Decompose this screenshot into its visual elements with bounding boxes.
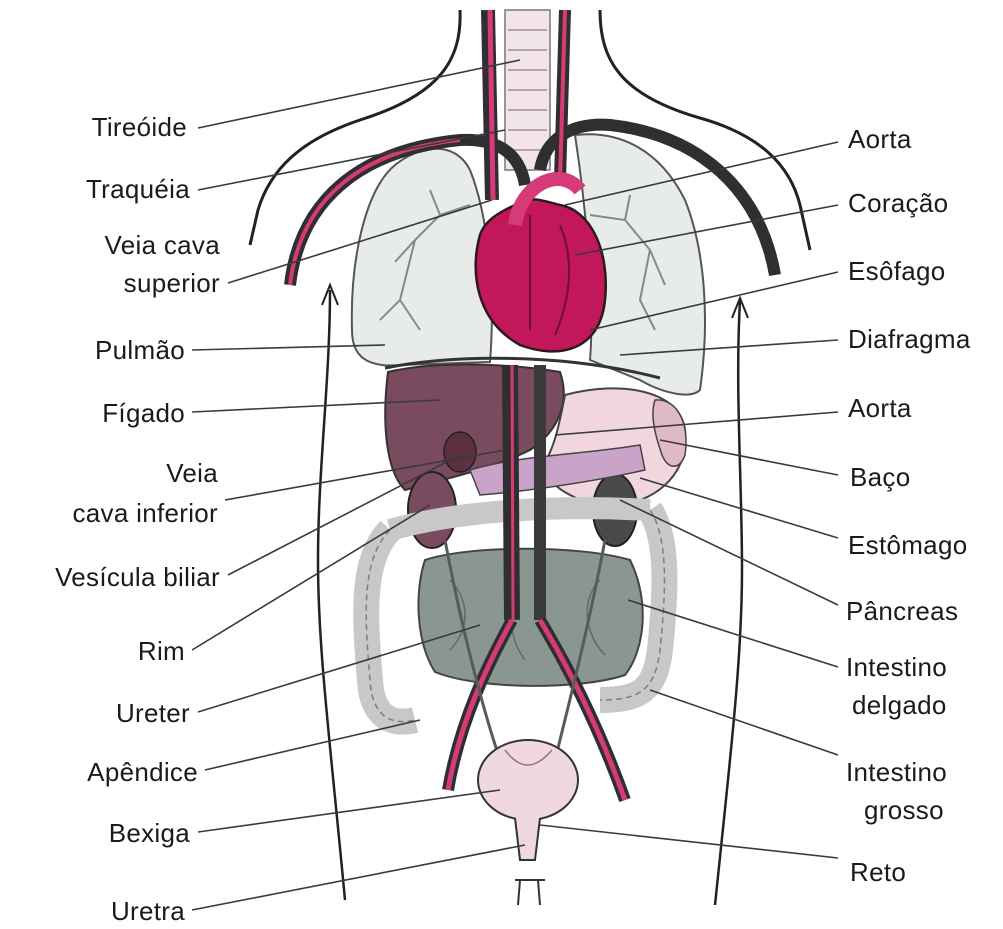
body-side-right [715, 300, 742, 905]
label-uretra: Uretra [55, 896, 185, 926]
pelvic-floor [515, 880, 545, 905]
label-estomago: Estômago [848, 530, 967, 560]
label-ureter: Ureter [60, 698, 190, 728]
gallbladder [444, 432, 476, 472]
heart [476, 199, 606, 351]
label-reto: Reto [850, 857, 906, 887]
label-traqueia: Traquéia [55, 174, 190, 204]
lung-left [352, 149, 492, 366]
label-veia-cava-inferior-2: cava inferior [20, 498, 218, 528]
urethra [515, 818, 540, 860]
label-intestino-grosso-1: Intestino [846, 757, 947, 787]
bladder [478, 740, 578, 820]
label-veia-cava-inferior-1: Veia [80, 458, 218, 488]
label-figado: Fígado [55, 398, 185, 428]
label-veia-cava-superior-2: superior [80, 268, 220, 298]
label-coracao: Coração [848, 188, 948, 218]
label-intestino-delgado-2: delgado [852, 690, 947, 720]
carotid-pink [490, 10, 493, 200]
label-aorta-abdominal: Aorta [848, 393, 912, 423]
label-pulmao: Pulmão [55, 335, 185, 365]
label-apendice: Apêndice [40, 757, 198, 787]
label-rim: Rim [80, 636, 185, 666]
label-diafragma: Diafragma [848, 324, 971, 354]
label-vesicula-biliar: Vesícula biliar [2, 562, 220, 592]
label-aorta: Aorta [848, 124, 912, 154]
label-bexiga: Bexiga [60, 818, 190, 848]
body-side-left [318, 290, 345, 900]
label-intestino-delgado-1: Intestino [846, 652, 947, 682]
label-esofago: Esôfago [848, 256, 946, 286]
label-tireoide: Tireóide [62, 112, 187, 142]
label-baco: Baço [850, 462, 910, 492]
label-pancreas: Pâncreas [846, 596, 958, 626]
label-veia-cava-superior-1: Veia cava [60, 230, 220, 260]
label-intestino-grosso-2: grosso [864, 795, 944, 825]
